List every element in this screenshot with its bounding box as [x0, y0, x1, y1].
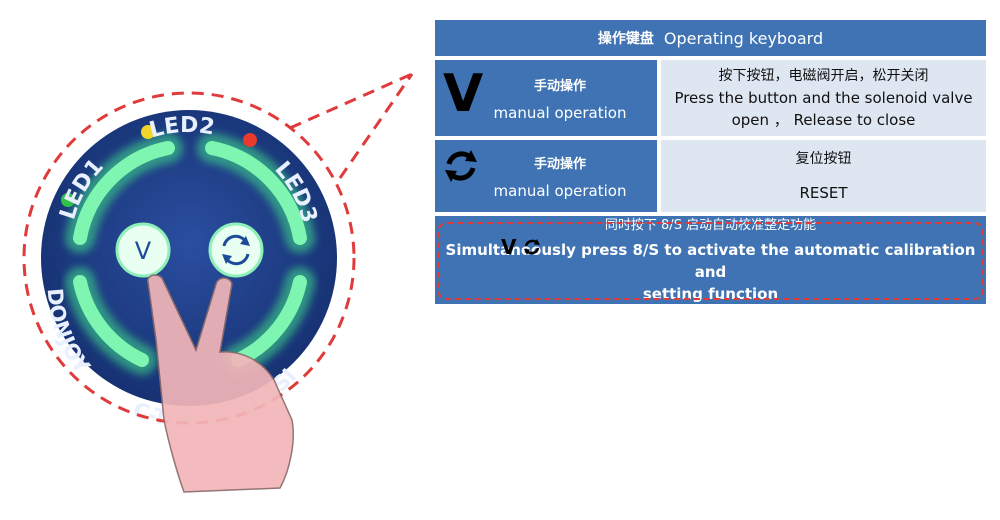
row2-right-zh: 复位按钮: [795, 151, 852, 167]
reset-cell: 手动操作 manual operation: [435, 140, 657, 212]
reset-cycle-icon: [445, 150, 477, 182]
pressing-hand: [147, 274, 295, 493]
model-label: C-TOP-2262 ASI: [130, 364, 301, 432]
v-letter-icon: V: [501, 235, 517, 259]
reset-button[interactable]: [208, 222, 264, 278]
combo-en-1: Simultaneously press 8/S to activate the…: [445, 241, 976, 281]
led2-label-text: LED2: [147, 113, 217, 143]
led3-label: LED3: [270, 157, 322, 226]
combo-en-2: setting function: [642, 285, 779, 303]
led2-label: LED2: [147, 113, 217, 143]
manual-valve-button[interactable]: V: [115, 222, 171, 278]
row1-left-en: manual operation: [493, 103, 627, 122]
combo-function-row: V 同时按下 8/S 启动自动校准整定功能 Simultaneously pre…: [435, 216, 986, 304]
row1-left-zh: 手动操作: [533, 78, 586, 94]
model-text: C-TOP-2262 ASI: [130, 364, 301, 432]
header-title-zh: 操作键盘: [597, 31, 654, 47]
reset-description: 复位按钮 RESET: [661, 140, 986, 212]
reset-cycle-icon: [524, 239, 541, 255]
table-row: 手动操作 manual operation 复位按钮 RESET: [435, 140, 986, 212]
row2-left-zh: 手动操作: [533, 156, 586, 172]
callout-line-top: [289, 72, 413, 130]
manual-valve-description: 按下按钮，电磁阀开启，松开关闭 Press the button and the…: [661, 60, 986, 136]
led1-indicator: [61, 193, 75, 207]
manual-valve-cell: V 手动操作 manual operation: [435, 60, 657, 136]
combo-zh: 同时按下 8/S 启动自动校准整定功能: [604, 218, 817, 233]
button-v-label: V: [135, 237, 152, 265]
led3-indicator: [243, 133, 257, 147]
table-header: 操作键盘 Operating keyboard: [435, 20, 986, 56]
led1-label: LED1: [55, 154, 108, 222]
row2-left-en: manual operation: [493, 181, 627, 200]
row1-right-en-2: open ， Release to close: [731, 111, 916, 129]
header-title-en: Operating keyboard: [663, 28, 824, 48]
row1-right-en-1: Press the button and the solenoid valve: [674, 89, 973, 107]
led3-label-text: LED3: [270, 157, 322, 226]
combo-icons: V: [501, 236, 542, 258]
led2-indicator: [141, 125, 155, 139]
row2-right-en: RESET: [799, 184, 848, 202]
row1-right-zh: 按下按钮，电磁阀开启，松开关闭: [718, 68, 929, 84]
brand-model-text: DONJOY: [43, 287, 95, 378]
led-labels: LED1: [55, 154, 108, 222]
led-ring-glow: [65, 133, 315, 375]
led-ring: [73, 141, 307, 367]
callout-line-bottom: [338, 73, 414, 179]
table-row: V 手动操作 manual operation 按下按钮，电磁阀开启，松开关闭 …: [435, 60, 986, 136]
brand-label: DONJOY: [43, 287, 95, 378]
v-letter-icon: V: [443, 64, 484, 124]
highlight-dashed-circle: [22, 91, 356, 425]
keypad-disk: [41, 110, 337, 406]
